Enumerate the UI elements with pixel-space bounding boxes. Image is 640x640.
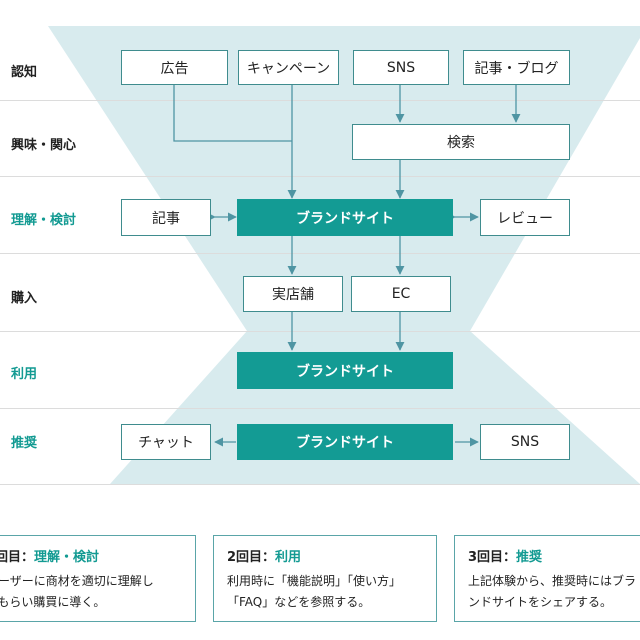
node-brand-site-recommend: ブランドサイト: [237, 424, 453, 460]
visit-card-topic: 理解・検討: [34, 550, 100, 565]
funnel-upper: [48, 26, 640, 331]
node-sns-recommend: SNS: [480, 424, 570, 460]
node-search: 検索: [352, 124, 570, 160]
node-ad: 広告: [121, 50, 228, 85]
stage-divider: [0, 253, 640, 254]
node-articles-blog: 記事・ブログ: [463, 50, 570, 85]
stage-label-recommend: 推奨: [11, 436, 38, 451]
node-chat: チャット: [121, 424, 211, 460]
node-campaign: キャンペーン: [238, 50, 339, 85]
node-ec: EC: [351, 276, 451, 312]
stage-divider: [0, 176, 640, 177]
stage-divider: [0, 331, 640, 332]
stage-label-awareness: 認知: [11, 65, 38, 80]
stage-label-consideration: 理解・検討: [11, 213, 77, 228]
visit-card-number: 1回目：: [0, 550, 35, 565]
node-sns-awareness: SNS: [353, 50, 449, 85]
visit-card-title: 2回目：利用: [227, 546, 436, 565]
visit-card-1: 1回目：理解・検討 ユーザーに商材を適切に理解し てもらい購買に導く。: [0, 535, 196, 622]
visit-card-2: 2回目：利用 利用時に「機能説明」「使い方」 「FAQ」などを参照する。: [213, 535, 437, 622]
visit-card-title: 3回目：推奨: [468, 546, 640, 565]
stage-divider: [0, 408, 640, 409]
visit-card-number: 3回目：: [468, 550, 517, 565]
stage-divider: [0, 484, 640, 485]
node-review: レビュー: [480, 199, 570, 236]
stage-label-use: 利用: [11, 367, 38, 382]
stage-label-interest: 興味・関心: [11, 138, 77, 153]
visit-card-text: 「FAQ」などを参照する。: [227, 595, 371, 609]
visit-card-title: 1回目：理解・検討: [0, 546, 195, 565]
visit-card-text: 利用時に「機能説明」「使い方」: [227, 574, 402, 588]
node-brand-site-use: ブランドサイト: [237, 352, 453, 389]
node-article: 記事: [121, 199, 211, 236]
node-brand-site-consideration: ブランドサイト: [237, 199, 453, 236]
visit-card-number: 2回目：: [227, 550, 276, 565]
visit-card-3: 3回目：推奨 上記体験から、推奨時にはブラ ンドサイトをシェアする。: [454, 535, 640, 622]
stage-label-purchase: 購入: [11, 291, 38, 306]
node-store: 実店舗: [243, 276, 343, 312]
visit-card-text: ユーザーに商材を適切に理解し: [0, 574, 154, 588]
stage-divider: [0, 100, 640, 101]
visit-card-text: 上記体験から、推奨時にはブラ: [468, 574, 637, 588]
connector-ad-to-brand: [173, 85, 292, 142]
visit-card-text: ンドサイトをシェアする。: [468, 595, 613, 609]
visit-card-topic: 推奨: [516, 550, 543, 565]
visit-card-text: てもらい購買に導く。: [0, 595, 106, 609]
visit-card-topic: 利用: [275, 550, 302, 565]
